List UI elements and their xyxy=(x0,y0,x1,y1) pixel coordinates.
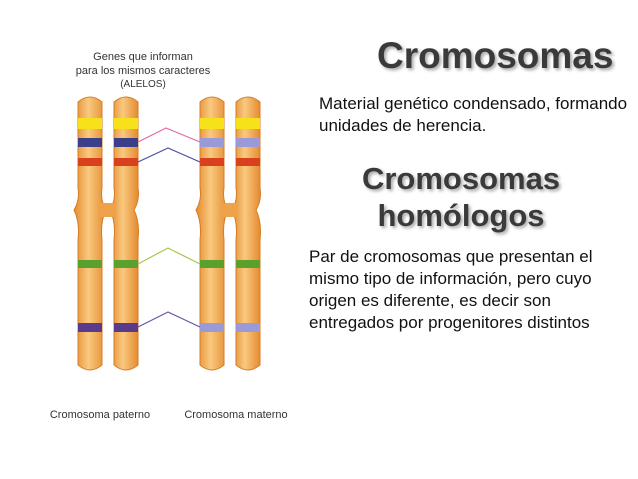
label-paternal-chromosome: Cromosoma paterno xyxy=(50,409,150,421)
paternal-bands xyxy=(78,118,138,332)
figure-caption-line3: (ALELOS) xyxy=(120,79,166,90)
allele-line-red xyxy=(137,147,201,163)
homologous-definition: Par de cromosomas que presentan el mismo… xyxy=(309,247,593,332)
paternal-centromere xyxy=(100,203,116,217)
allele-line-top xyxy=(137,127,201,143)
allele-line-green xyxy=(137,247,201,265)
allele-connectors xyxy=(137,127,201,328)
allele-line-purple xyxy=(137,311,201,328)
paternal-chromosome xyxy=(73,96,139,371)
figure-caption-line2: para los mismos caracteres xyxy=(76,65,211,77)
chromosome-definition: Material genético condensado, formando u… xyxy=(319,94,628,135)
homologous-chromosomes-diagram: Genes que informan para los mismos carac… xyxy=(50,51,288,421)
figure-caption-line1: Genes que informan xyxy=(93,51,193,63)
maternal-bands xyxy=(200,118,260,332)
label-maternal-chromosome: Cromosoma materno xyxy=(184,409,287,421)
slide-subtitle: Cromosomas homólogos xyxy=(361,161,561,233)
slide-title: Cromosomas xyxy=(377,35,614,76)
maternal-centromere xyxy=(222,203,238,217)
maternal-chromosome xyxy=(195,96,261,371)
